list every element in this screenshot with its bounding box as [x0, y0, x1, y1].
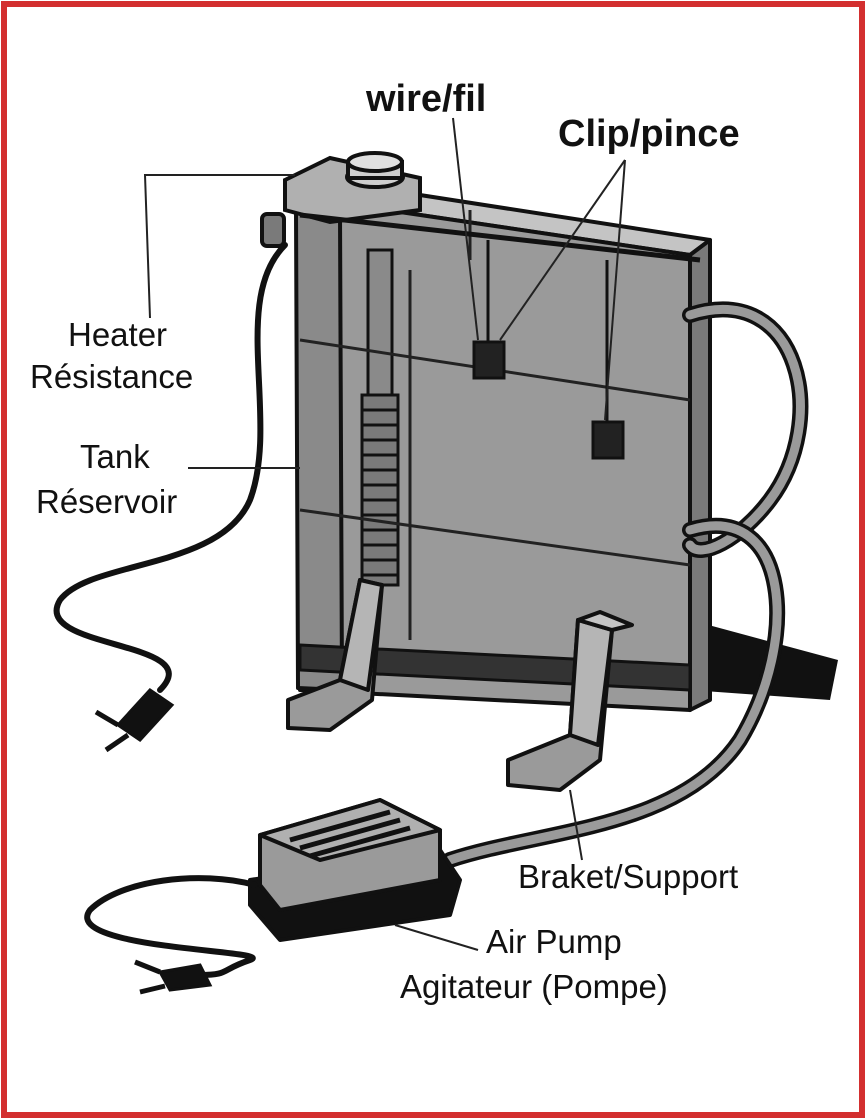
heater-label-en: Heater	[68, 316, 168, 353]
tank-label-fr: Réservoir	[36, 483, 178, 520]
pump-label-fr: Agitateur (Pompe)	[400, 968, 668, 1005]
heater-cord	[53, 242, 288, 693]
air-hoses	[442, 301, 809, 868]
heater-label-fr: Résistance	[30, 358, 194, 395]
pump-label-en: Air Pump	[486, 923, 622, 960]
clip-bar	[299, 212, 701, 263]
pump-plug-icon	[134, 959, 213, 995]
heater-head	[260, 151, 422, 248]
wire-label: wire/fil	[366, 78, 487, 120]
bracket-label: Braket/Support	[518, 858, 739, 895]
air-pump	[248, 798, 462, 942]
tank-label-en: Tank	[80, 438, 150, 475]
pump-cord	[84, 875, 258, 978]
clips	[472, 240, 625, 460]
heater-element	[360, 248, 400, 587]
leader-lines	[143, 117, 626, 951]
heater-plug-icon	[94, 688, 175, 753]
right-bracket	[506, 610, 634, 792]
clip-label: Clip/pince	[558, 113, 740, 155]
left-bracket	[286, 578, 384, 732]
